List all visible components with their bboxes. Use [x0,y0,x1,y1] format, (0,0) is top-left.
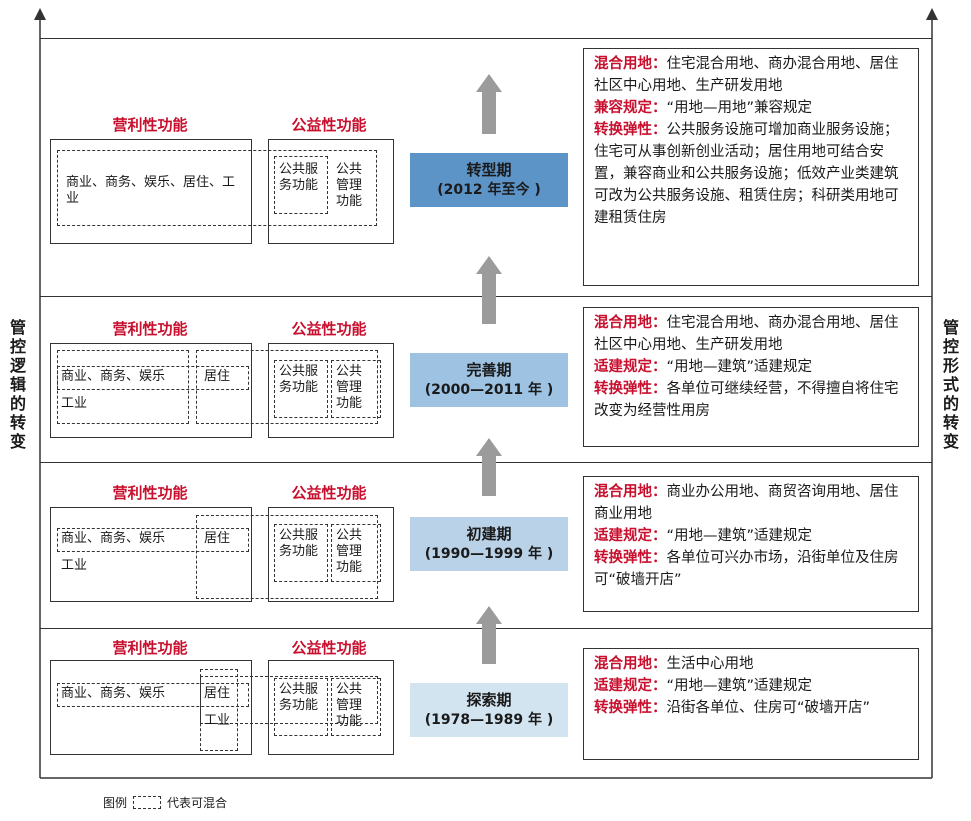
stage-label-box: 初建期 (1990—1999 年 ) [410,517,568,571]
profit-industry-text: 工业 [61,396,88,411]
stage-arrow-icon [476,256,502,324]
mix-dashed-region [274,678,328,736]
public-service-text: 公共服务功能 [279,682,319,713]
profit-function-box [50,660,252,755]
rules-box: 混合用地：生活中心用地 适建规定：“用地—建筑”适建规定 转换弹性：沿街各单位、… [583,648,919,760]
profit-commerce-text: 商业、商务、娱乐 [61,531,166,546]
mix-dashed-region [274,360,328,418]
left-axis-arrow-icon [34,8,46,20]
mix-dashed-region [331,360,381,418]
mix-dashed-region [57,150,377,226]
profit-industry-text: 工业 [204,713,231,728]
rule-mixed-land: 混合用地：住宅混合用地、商办混合用地、居住社区中心用地、生产研发用地 [594,315,899,353]
rule-build: 适建规定：“用地—建筑”适建规定 [594,678,813,694]
mix-dashed-region [196,350,378,424]
mix-dashed-region [196,515,378,599]
profit-commerce-text: 商业、商务、娱乐 [61,369,166,384]
stage-name: 完善期 [466,361,512,379]
mix-dashed-region [274,524,328,582]
profit-function-title: 营利性功能 [112,116,188,134]
stage-period: (2000—2011 年 ) [424,382,554,398]
profit-function-box [50,507,252,602]
public-service-text: 公共服务功能 [279,364,319,395]
rules-box: 混合用地：住宅混合用地、商办混合用地、居住社区中心用地、生产研发用地 兼容规定：… [583,48,919,286]
stage-period: (1978—1989 年 ) [424,712,554,728]
mix-dashed-region [331,524,381,582]
stage-period: (1990—1999 年 ) [424,546,554,562]
left-axis-title: 管控逻辑的转变 [9,318,26,451]
mix-dashed-region [57,528,249,552]
public-function-title: 公益性功能 [291,639,367,657]
profit-residence-text: 居住 [204,686,231,701]
rule-mixed-land: 混合用地：住宅混合用地、商办混合用地、居住社区中心用地、生产研发用地 [594,56,899,94]
stage-name: 探索期 [466,691,512,709]
rules-box: 混合用地：商业办公用地、商贸咨询用地、居住商业用地 适建规定：“用地—建筑”适建… [583,476,919,612]
rule-build: 适建规定：“用地—建筑”适建规定 [594,528,813,544]
profit-commerce-text: 商业、商务、娱乐 [61,686,166,701]
legend: 图例 代表可混合 [103,794,227,811]
rule-compat: 兼容规定：“用地—用地”兼容规定 [594,100,813,116]
profit-function-title: 营利性功能 [112,320,188,338]
dashed-box-icon [133,796,162,809]
profit-function-box [50,139,252,244]
profit-functions-text: 商业、商务、娱乐、居住、工业 [66,175,236,206]
profit-residence-text: 居住 [204,369,231,384]
rule-flex: 转换弹性：各单位可兴办市场，沿街单位及住房可“破墙开店” [594,550,899,588]
rule-mixed-land: 混合用地：商业办公用地、商贸咨询用地、居住商业用地 [594,484,899,522]
public-function-title: 公益性功能 [291,116,367,134]
rule-flex: 转换弹性：公共服务设施可增加商业服务设施；住宅可从事创新创业活动；居住用地可结合… [594,122,899,226]
rule-mixed-land: 混合用地：生活中心用地 [594,656,754,672]
public-function-title: 公益性功能 [291,484,367,502]
public-manage-text: 公共管理功能 [336,162,363,209]
stage-label-box: 完善期 (2000—2011 年 ) [410,353,568,407]
public-manage-text: 公共管理功能 [336,364,363,411]
profit-function-box [50,343,252,438]
public-manage-text: 公共管理功能 [336,682,363,729]
profit-function-title: 营利性功能 [112,639,188,657]
public-function-title: 公益性功能 [291,320,367,338]
stage-label-box: 探索期 (1978—1989 年 ) [410,683,568,737]
profit-industry-text: 工业 [61,558,88,573]
legend-prefix: 图例 [103,796,128,810]
profit-function-title: 营利性功能 [112,484,188,502]
stage-divider [40,38,932,39]
stage-arrow-icon [476,606,502,664]
profit-residence-text: 居住 [204,531,231,546]
right-axis-arrow-icon [926,8,938,20]
legend-suffix: 代表可混合 [167,796,228,810]
stage-name: 转型期 [466,161,512,179]
stage-name: 初建期 [466,525,512,543]
stage-arrow-icon [476,74,502,134]
stage-period: (2012 年至今 ) [437,182,541,198]
mix-dashed-region [57,366,249,390]
stage-label-box: 转型期 (2012 年至今 ) [410,153,568,207]
public-manage-text: 公共管理功能 [336,528,363,575]
stage-arrow-icon [476,438,502,496]
mix-dashed-region [57,683,249,707]
mix-dashed-region [274,156,328,214]
public-service-text: 公共服务功能 [279,162,319,193]
rules-box: 混合用地：住宅混合用地、商办混合用地、居住社区中心用地、生产研发用地 适建规定：… [583,307,919,447]
mix-dashed-region [331,678,381,736]
rule-build: 适建规定：“用地—建筑”适建规定 [594,359,813,375]
public-service-text: 公共服务功能 [279,528,319,559]
rule-flex: 转换弹性：沿街各单位、住房可“破墙开店” [594,700,871,716]
rule-flex: 转换弹性：各单位可继续经营，不得擅自将住宅改变为经营性用房 [594,381,899,419]
mix-dashed-region [200,676,378,724]
right-axis-title: 管控形式的转变 [942,318,959,451]
